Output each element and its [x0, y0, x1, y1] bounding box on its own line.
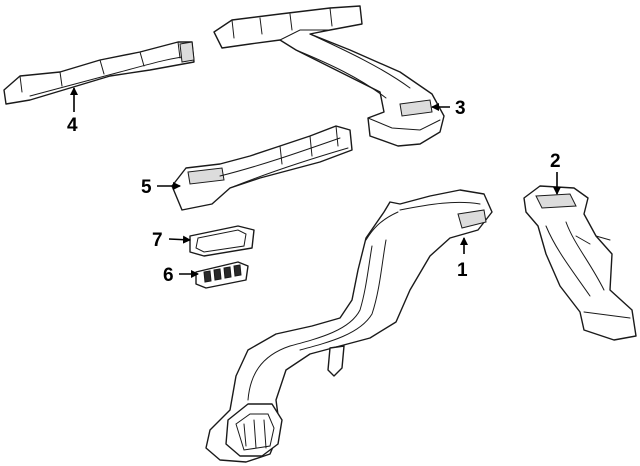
callout-4: 4: [67, 115, 78, 136]
leader-7: [168, 235, 191, 244]
callout-2: 2: [550, 151, 561, 172]
part-7-bezel: [189, 225, 255, 257]
part-2-duct: [523, 185, 637, 341]
callout-6: 6: [163, 265, 174, 286]
callout-1: 1: [457, 260, 468, 281]
callout-7: 7: [152, 230, 163, 251]
part-5-duct: [171, 125, 353, 211]
part-6-clip: [195, 261, 249, 289]
part-1-duct: [205, 189, 493, 463]
callout-3: 3: [455, 98, 466, 119]
part-3-duct: [213, 5, 445, 147]
callout-5: 5: [141, 177, 152, 198]
part-4-duct: [3, 41, 195, 105]
